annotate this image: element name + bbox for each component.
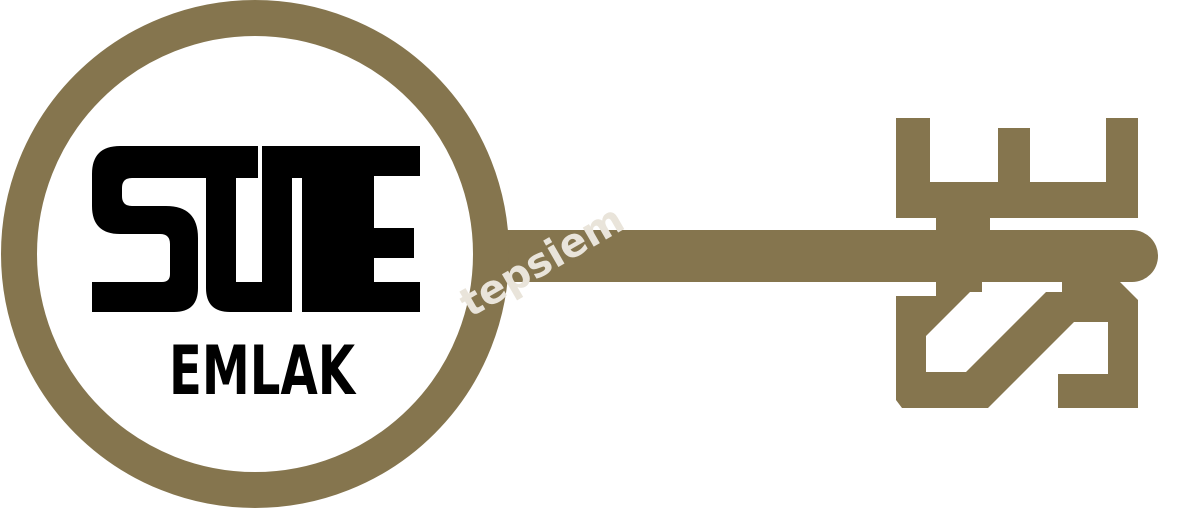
key-ring <box>1 0 509 508</box>
letter-u <box>206 170 292 312</box>
key-bit-upper <box>896 118 1138 232</box>
letter-s <box>92 146 258 312</box>
brand-word-graphic <box>92 146 420 312</box>
letter-e <box>344 146 420 312</box>
key-icon <box>1 0 1158 508</box>
sub-word: EMLAK <box>169 332 357 411</box>
letter-t <box>262 146 356 312</box>
key-shaft <box>470 230 1158 282</box>
key-bit-lower <box>896 282 1138 408</box>
